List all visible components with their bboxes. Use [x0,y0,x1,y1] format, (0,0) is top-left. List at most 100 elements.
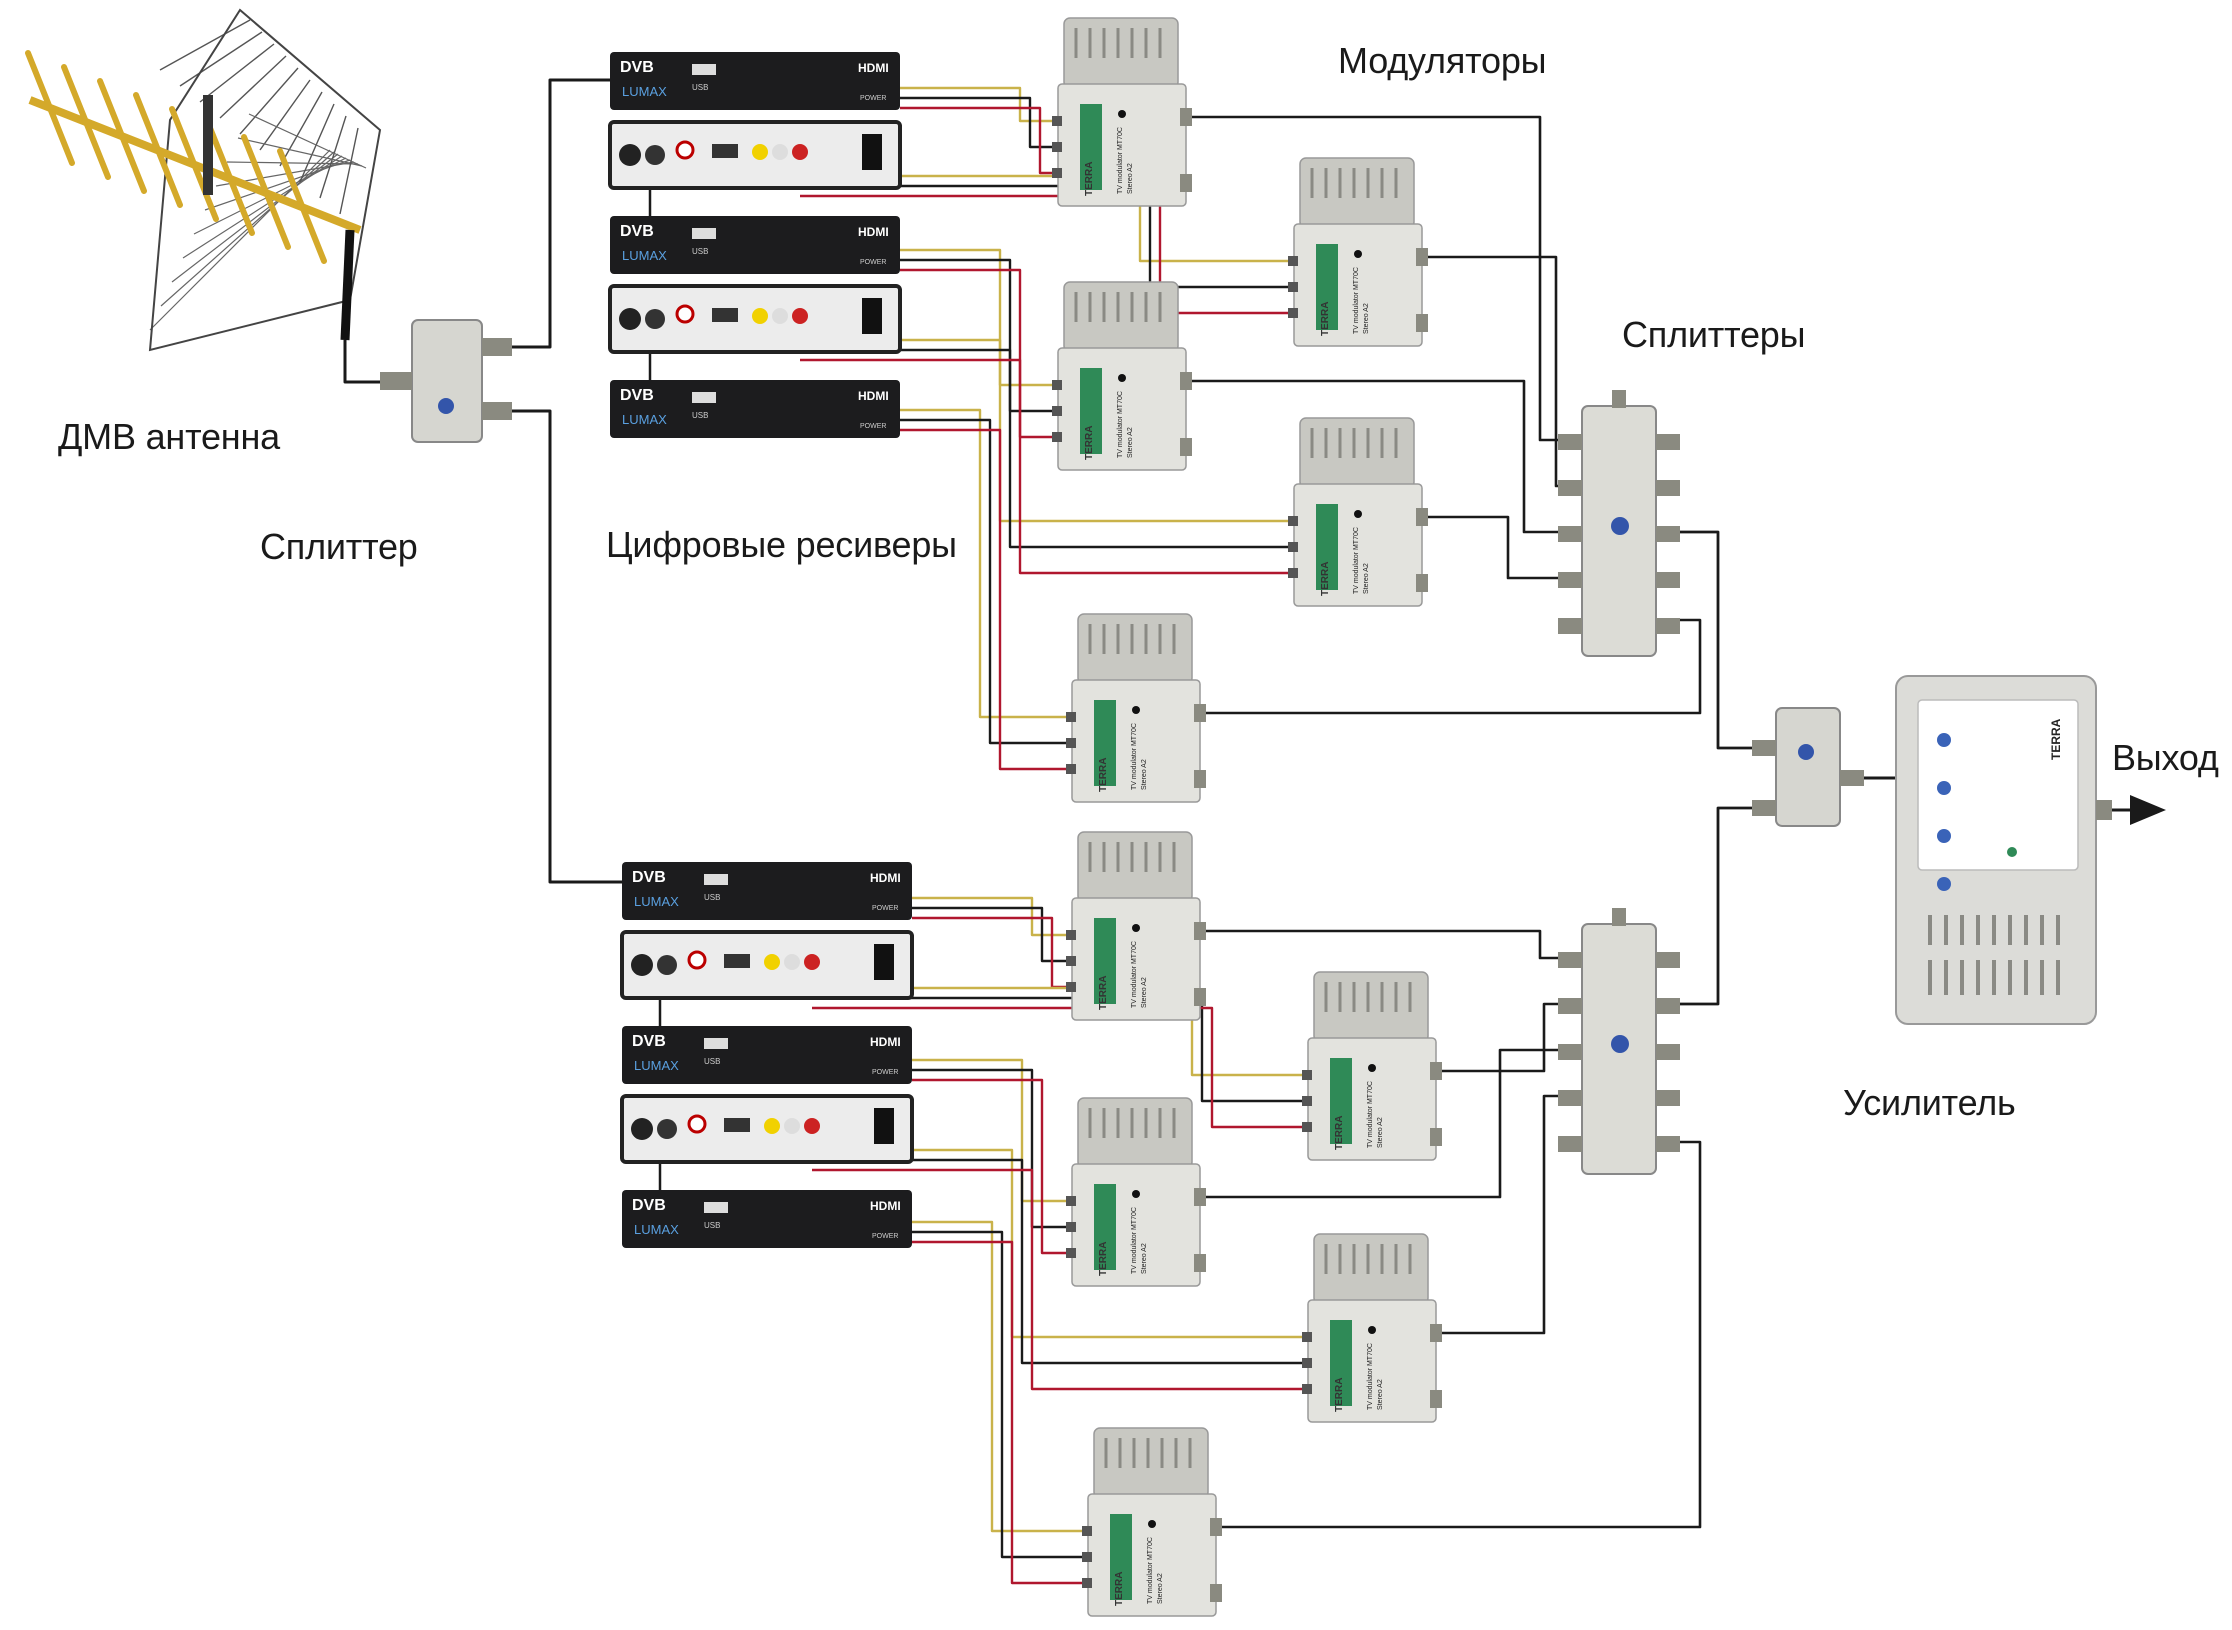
modulator-rf-out [1210,1518,1222,1536]
modulator-led [1132,706,1140,714]
reflector-line [279,91,323,167]
splitter-bank [1558,390,1680,657]
rca-audio-r-connector [804,954,820,970]
splitter-bank-port [1558,526,1582,542]
receiver-brand: LUMAX [634,1222,679,1237]
modulator-rf-in [1194,988,1206,1006]
rf-cable [512,409,622,884]
video-cable [800,174,1288,263]
rca-connector [687,1114,707,1134]
label-splitter: Сплиттер [260,526,418,567]
modulator-brand: TERRA [1320,302,1331,336]
splitter-bank-logo [1611,1035,1629,1053]
antenna-element [277,148,327,264]
receiver-dvb-logo: DVB [620,223,654,240]
label-splitters: Сплиттеры [1622,314,1806,355]
splitter-bank-port [1656,526,1680,542]
reflector-line [179,31,263,87]
receiver-brand: LUMAX [622,248,667,263]
splitter-bank-port [1558,1090,1582,1106]
receiver-hdmi-logo: HDMI [858,61,889,75]
audio-l-cable [912,906,1066,963]
modulator-rf-in [1194,770,1206,788]
usb-port [692,392,716,403]
video-cable [912,896,1066,937]
modulator-green-strip [1316,504,1338,590]
receiver-power-label: POWER [872,1069,898,1076]
splitter-bank-port [1612,908,1626,926]
receiver-front [610,52,900,110]
splitter-bank-port [1558,572,1582,588]
modulator-sub: Stereo A2 [1127,163,1134,194]
modulator-led [1118,110,1126,118]
rf-cable [512,78,610,349]
splitter-bank-port [1656,480,1680,496]
audio-l-cable [912,1068,1066,1229]
receiver-dvb-logo: DVB [632,869,666,886]
rf-cable [1442,1002,1558,1073]
modulator-input [1082,1526,1092,1536]
modulator-input [1288,516,1298,526]
rf-cable [1192,115,1558,442]
modulator-input [1302,1358,1312,1368]
receiver-dvb-logo: DVB [620,59,654,76]
splitter-bank-port [1656,952,1680,968]
modulator-rf-out [1180,108,1192,126]
antenna-element [97,78,147,194]
amplifier-knob [1937,733,1951,747]
rca-video-connector [752,144,768,160]
splitter-bank-port [1656,434,1680,450]
receiver-front [622,1190,912,1248]
audio-r-cable [900,428,1066,771]
modulator-input [1066,982,1076,992]
hdmi-port [724,1118,750,1132]
audio-r-cable [812,1168,1302,1391]
combiner-logo [1798,744,1814,760]
main-splitter-logo [438,398,454,414]
rca-connector [687,950,707,970]
rca-audio-r-connector [792,308,808,324]
usb-port [692,64,716,75]
label-antenna: ДМВ антенна [58,416,280,457]
audio-l-cable [812,996,1302,1103]
modulator-input [1066,1248,1076,1258]
receiver-usb-label: USB [704,893,720,902]
modulator-sub: Stereo A2 [1363,563,1370,594]
receiver-usb-label: USB [692,83,708,92]
modulator-input [1288,568,1298,578]
rf-in-connector [619,144,641,166]
modulator-input [1066,1222,1076,1232]
label-amplifier: Усилитель [1843,1082,2016,1123]
rf-cable [1442,1094,1558,1335]
audio-l-cable [900,258,1052,413]
modulator-rf-out [1416,508,1428,526]
antenna-element [133,92,183,208]
modulator-rf-in [1180,174,1192,192]
modulator-rf-in [1194,1254,1206,1272]
rf-cable [1680,806,1752,1006]
modulator-model: TV modulator MT70C [1117,127,1124,194]
audio-l-cable [900,418,1066,745]
reflector-line [149,149,331,331]
modulator-input [1066,1196,1076,1206]
splitter-bank-port [1656,998,1680,1014]
modulator-model: TV modulator MT70C [1131,941,1138,1008]
hdmi-port [712,144,738,158]
receiver-dvb-logo: DVB [620,387,654,404]
modulator-led [1132,924,1140,932]
power-cord [874,944,894,980]
receiver-brand: LUMAX [622,412,667,427]
modulator-rf-in [1210,1584,1222,1602]
modulator-input [1082,1578,1092,1588]
rf-cable [1222,1140,1702,1529]
modulator-sub: Stereo A2 [1157,1573,1164,1604]
receiver-usb-label: USB [692,247,708,256]
modulator-input [1066,712,1076,722]
splitter-port [482,338,512,356]
